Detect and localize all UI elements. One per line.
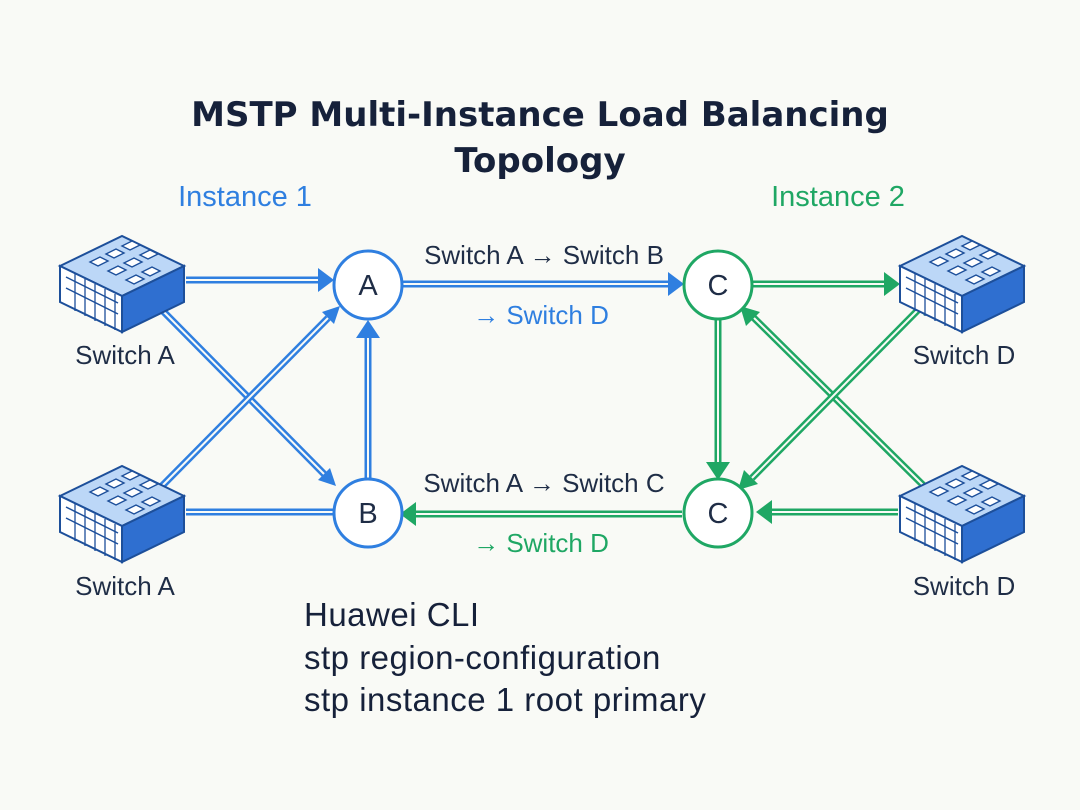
instance-1-links <box>153 268 684 516</box>
link-switch-a-top-to-node-a <box>186 268 334 292</box>
link-node-a-to-node-c-top <box>402 272 684 296</box>
node-c-bottom: C <box>682 477 754 549</box>
instance-2-links <box>400 272 928 526</box>
switch-d-top-icon <box>899 235 1025 333</box>
node-a-label: A <box>358 270 378 302</box>
node-c-bottom-label: C <box>708 498 729 530</box>
link-switch-a-bottom-to-node-a <box>155 306 340 493</box>
instance-1-label: Instance 1 <box>178 181 312 213</box>
node-c-top-label: C <box>708 270 729 302</box>
diagram-title-line2: Topology <box>454 141 625 181</box>
cli-line-1: stp region-configuration <box>304 639 661 676</box>
bottom-path-label-line1: Switch A → Switch C <box>423 468 664 498</box>
node-b-label: B <box>358 498 377 530</box>
node-a: A <box>332 249 404 321</box>
link-switch-d-bottom-to-node-c-top <box>740 306 927 489</box>
link-switch-a-top-to-node-b <box>153 301 336 486</box>
switch-d-bottom-label: Switch D <box>913 571 1016 601</box>
node-b: B <box>332 477 404 549</box>
link-node-c-top-to-node-c-bottom <box>706 318 730 480</box>
bottom-path-label-line2: → Switch D <box>473 528 609 558</box>
diagram-title-line1: MSTP Multi-Instance Load Balancing <box>191 95 889 135</box>
node-c-top: C <box>682 249 754 321</box>
cli-heading: Huawei CLI <box>304 596 480 633</box>
link-node-c-bottom-to-node-b <box>400 502 682 526</box>
cli-line-2: stp instance 1 root primary <box>304 681 706 718</box>
top-path-label-line2: → Switch D <box>473 300 609 330</box>
switch-d-top-label: Switch D <box>913 340 1016 370</box>
link-node-c-top-to-switch-d-top <box>752 272 900 296</box>
link-switch-d-bottom-to-node-c-bottom <box>756 500 898 524</box>
switch-a-top-label: Switch A <box>75 340 175 370</box>
switch-a-bottom-label: Switch A <box>75 571 175 601</box>
instance-2-label: Instance 2 <box>771 181 905 213</box>
link-node-b-to-node-a <box>356 320 380 478</box>
top-path-label-line1: Switch A → Switch B <box>424 240 664 270</box>
